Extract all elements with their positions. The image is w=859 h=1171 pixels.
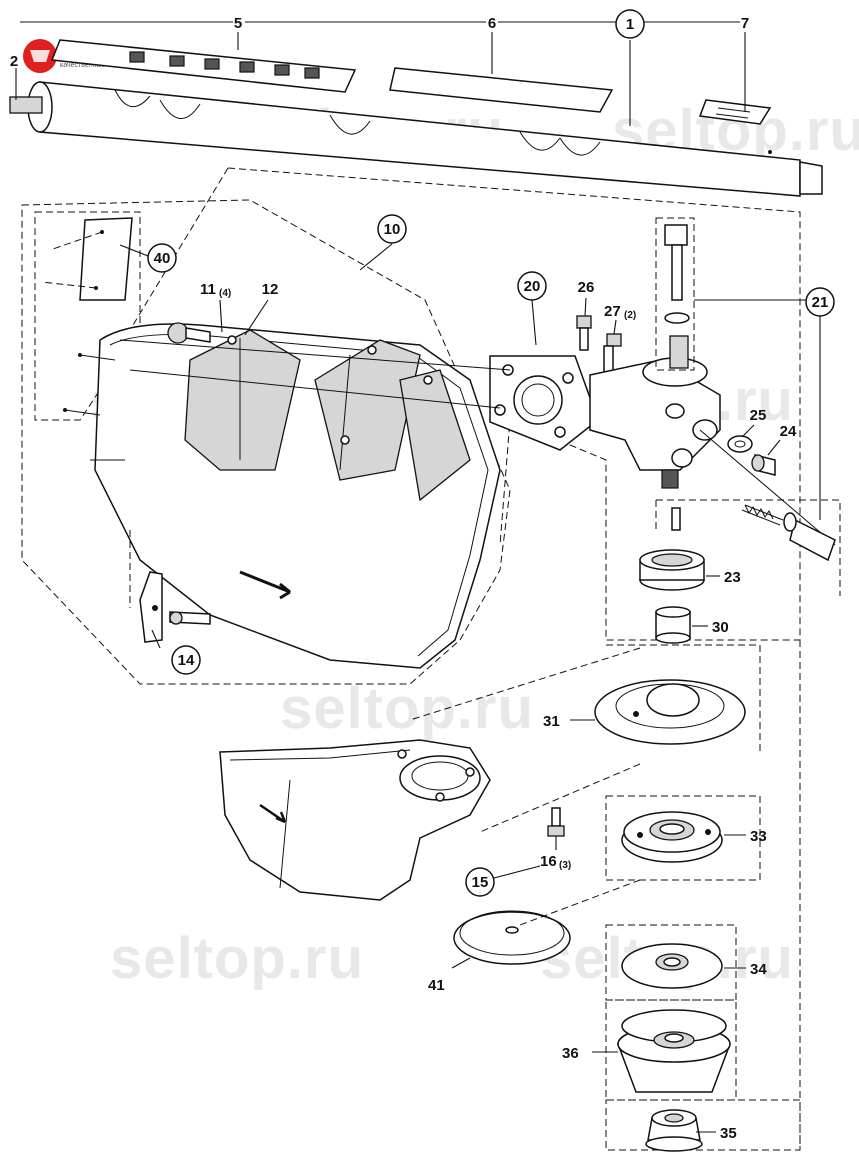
callout-34: 34: [750, 961, 767, 978]
callout-14-circle: [171, 645, 201, 675]
callouts: 1 2 5 6 7 10 11 (4) 12 40 14 20 26 27 (2…: [10, 9, 835, 1142]
callout-27-qty: (2): [624, 310, 636, 321]
callout-35: 35: [720, 1125, 737, 1142]
callout-36: 36: [562, 1045, 579, 1062]
gearhead-flange: [119, 339, 599, 451]
gear-housing: [589, 217, 841, 596]
callout-27: 27: [604, 303, 621, 320]
callout-14: 14: [178, 652, 195, 669]
callout-25: 25: [750, 407, 767, 424]
watermark-5: seltop.ru: [280, 676, 534, 741]
flange-nut: [645, 1109, 703, 1152]
thrust-washer: [621, 943, 723, 989]
leader-lines: [119, 243, 781, 1133]
callout-21-circle: [805, 287, 835, 317]
guard-group-outline: [21, 199, 511, 685]
guard-screw: [167, 322, 211, 344]
drive-disc: [594, 679, 746, 745]
shaft-tube: [9, 81, 823, 197]
lock-pin: [699, 429, 836, 546]
callout-31: 31: [543, 713, 560, 730]
spinning-cup: [616, 1009, 732, 1093]
clamp-plate: [129, 530, 211, 643]
sleeve: [655, 606, 691, 644]
callout-26: 26: [578, 279, 595, 296]
guard-plate: [41, 217, 133, 301]
callout-15-circle: [465, 867, 495, 897]
callout-1: 1: [626, 16, 634, 33]
callout-7: 7: [741, 15, 749, 32]
callout-1-circle: [615, 9, 645, 39]
warning-decal: [50, 39, 357, 93]
callout-21: 21: [812, 294, 829, 311]
callout-20: 20: [524, 278, 541, 295]
label-decal: [389, 67, 614, 113]
callout-23: 23: [724, 569, 741, 586]
callout-30: 30: [712, 619, 729, 636]
guard-bolt: [547, 807, 565, 837]
callout-40-circle: [147, 243, 177, 273]
cutting-guard: [219, 739, 491, 901]
support-washer: [453, 910, 571, 965]
flange-screw-26: [576, 315, 592, 351]
callout-2: 2: [10, 53, 18, 70]
trimmer-guard: [63, 323, 501, 669]
callout-24: 24: [780, 423, 797, 440]
bearing: [639, 549, 705, 591]
callout-16: 16: [540, 853, 557, 870]
callout-10: 10: [384, 221, 401, 238]
callout-15: 15: [472, 874, 489, 891]
spring-pin: [741, 504, 836, 562]
callout-33: 33: [750, 828, 767, 845]
callout-5: 5: [234, 15, 242, 32]
flange-hub: [621, 811, 723, 863]
callout-11: 11: [200, 281, 216, 298]
watermark-6: seltop.ru: [110, 926, 364, 991]
callout-6: 6: [488, 15, 496, 32]
callout-12: 12: [262, 281, 279, 298]
callout-40: 40: [154, 250, 171, 267]
callout-10-circle: [377, 214, 407, 244]
callout-16-qty: (3): [559, 860, 571, 871]
callout-20-circle: [517, 271, 547, 301]
callout-11-qty: (4): [219, 288, 231, 299]
callout-41: 41: [428, 977, 445, 994]
